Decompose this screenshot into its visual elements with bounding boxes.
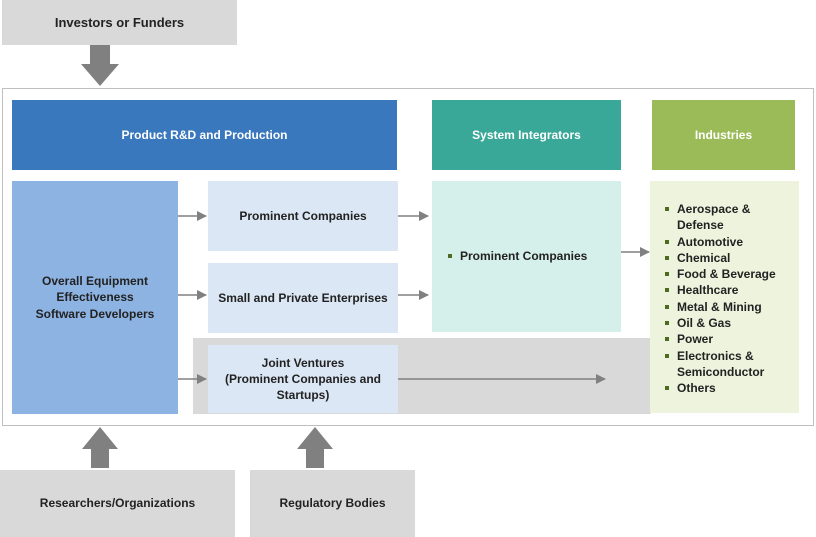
- rd-header: Product R&D and Production: [12, 100, 397, 170]
- industry-item-continuation: Defense: [677, 218, 724, 233]
- rd-header-label: Product R&D and Production: [121, 127, 288, 142]
- small-enterprises-label: Small and Private Enterprises: [218, 290, 388, 305]
- investors-box: Investors or Funders: [2, 0, 237, 45]
- regulatory-up-arrow: [297, 427, 333, 468]
- researchers-box: Researchers/Organizations: [0, 470, 235, 537]
- industry-item: Power: [665, 331, 776, 347]
- industry-item: Metal & Mining: [665, 299, 776, 315]
- joint-ventures-line-1: Joint Ventures: [261, 355, 345, 370]
- industry-item: Automotive: [665, 234, 776, 250]
- industries-header-label: Industries: [694, 127, 753, 142]
- si-header: System Integrators: [432, 100, 621, 170]
- developers-box: Overall Equipment Effectiveness Software…: [12, 181, 178, 414]
- small-enterprises-box: Small and Private Enterprises: [208, 263, 398, 333]
- prominent-companies-box: Prominent Companies: [208, 181, 398, 251]
- joint-ventures-box: Joint Ventures (Prominent Companies and …: [208, 345, 398, 413]
- industry-item: Chemical: [665, 250, 776, 266]
- developers-label: Overall Equipment Effectiveness Software…: [35, 274, 155, 321]
- industry-item: Aerospace &: [665, 201, 776, 217]
- si-list: Prominent Companies: [448, 248, 587, 264]
- industry-item: Oil & Gas: [665, 315, 776, 331]
- researchers-up-arrow: [82, 427, 118, 468]
- si-list-item: Prominent Companies: [448, 248, 587, 264]
- industries-header: Industries: [652, 100, 795, 170]
- regulatory-box: Regulatory Bodies: [250, 470, 415, 537]
- industries-list: Aerospace & Defense Automotive Chemical …: [665, 201, 776, 397]
- joint-ventures-line-2: (Prominent Companies and: [224, 371, 382, 386]
- industry-item: Healthcare: [665, 282, 776, 298]
- si-body: Prominent Companies: [432, 181, 621, 332]
- researchers-label: Researchers/Organizations: [39, 496, 196, 511]
- industries-body: Aerospace & Defense Automotive Chemical …: [650, 181, 799, 413]
- joint-ventures-line-3: Startups): [276, 388, 330, 403]
- investors-down-arrow: [81, 45, 119, 86]
- industry-item: Food & Beverage: [665, 266, 776, 282]
- regulatory-label: Regulatory Bodies: [279, 496, 386, 511]
- si-header-label: System Integrators: [472, 127, 581, 142]
- industry-item: Others: [665, 380, 776, 396]
- investors-label: Investors or Funders: [54, 14, 185, 30]
- prominent-companies-label: Prominent Companies: [239, 208, 367, 223]
- industry-item: Electronics &: [665, 348, 776, 364]
- industry-item-continuation: Semiconductor: [677, 364, 765, 379]
